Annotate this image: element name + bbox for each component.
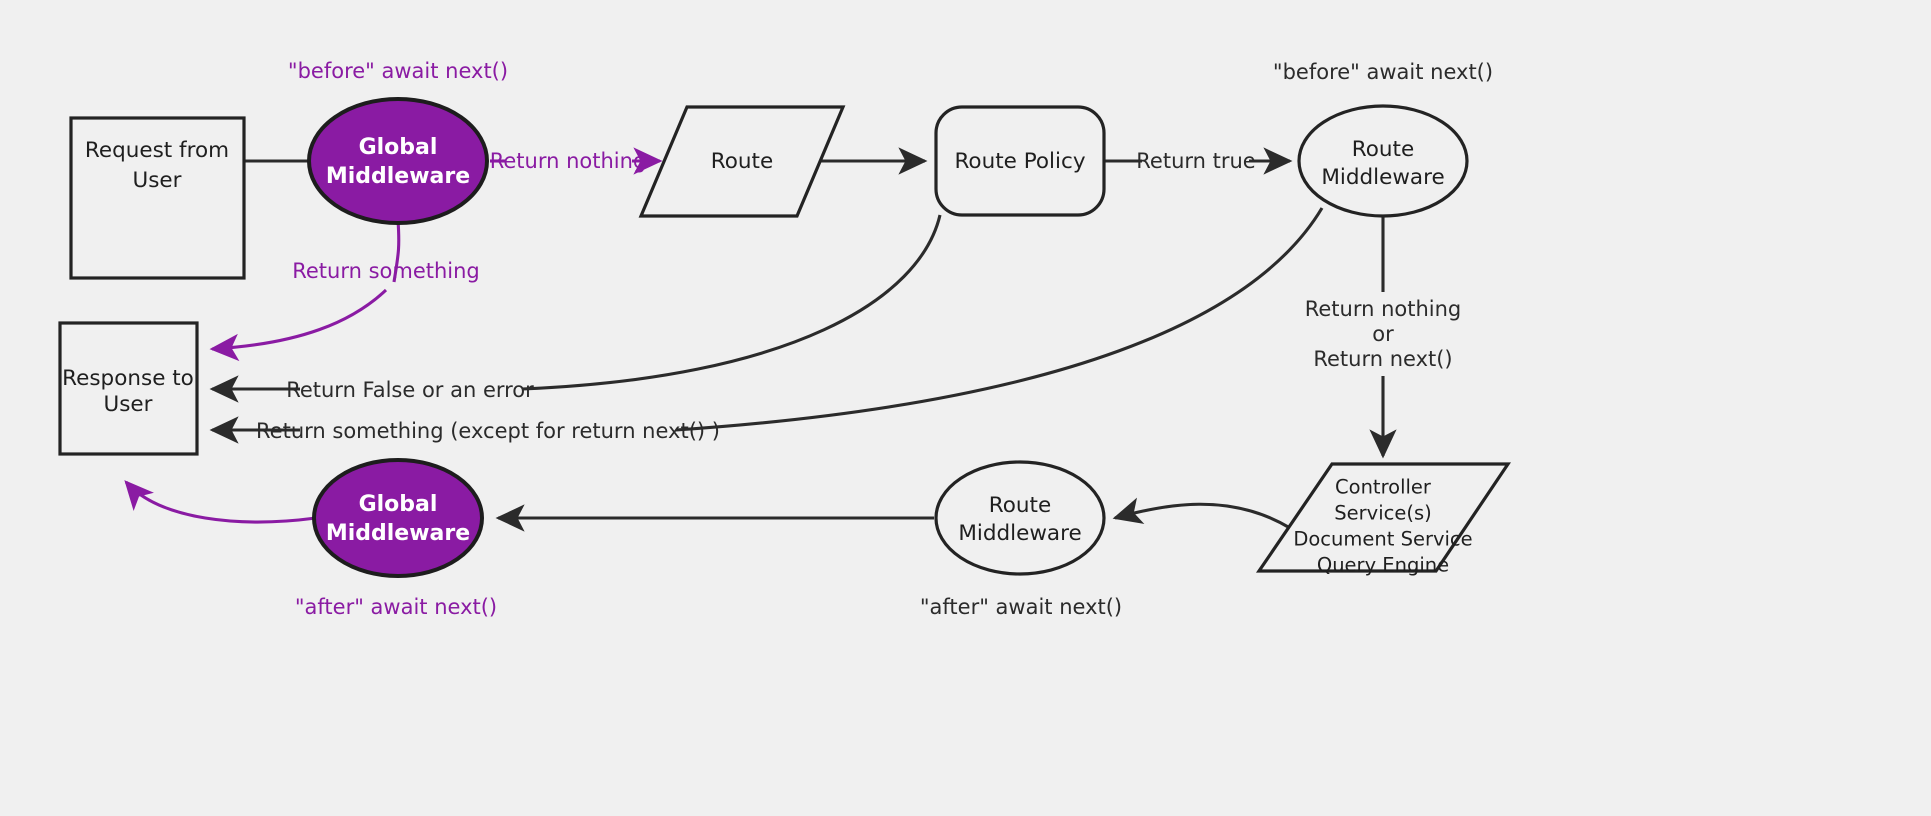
node-request-from-user[interactable]: Request from User (69, 116, 246, 280)
node-route-policy[interactable]: Route Policy (934, 105, 1106, 217)
edge-global-middleware-to-route: Return nothing (490, 147, 663, 175)
edge-label-return-next-line3: Return next() (1313, 347, 1452, 371)
global-middleware-after-ellipse[interactable] (312, 458, 484, 578)
edge-global-middleware-to-response-return-something: Return something (209, 219, 480, 362)
node-controller-services[interactable]: Controller Service(s) Document Service Q… (1255, 462, 1512, 577)
node-route[interactable]: Route (638, 105, 846, 218)
edge-label-return-nothing-top: Return nothing (490, 149, 647, 173)
edge-label-return-nothing-line1: Return nothing (1305, 297, 1462, 321)
request-from-user-box[interactable] (69, 116, 246, 280)
note-after-await-next-global: "after" await next() (295, 595, 497, 619)
node-global-middleware-after[interactable]: Global Middleware (312, 458, 484, 578)
edge-label-return-false-or-error: Return False or an error (286, 378, 534, 402)
edge-controller-to-route-middleware-after (1112, 497, 1291, 530)
edge-label-return-nothing-line2: or (1372, 322, 1394, 346)
edge-route-middleware-to-controller: Return nothing or Return next() (1305, 216, 1462, 459)
route-middleware-before-ellipse[interactable] (1297, 104, 1469, 218)
edge-global-middleware-after-to-response (124, 480, 317, 524)
edge-label-return-something: Return something (292, 259, 480, 283)
edge-route-middleware-to-response: Return something (except for return next… (209, 207, 1324, 444)
node-route-middleware-before[interactable]: Route Middleware (1297, 104, 1469, 218)
edge-label-return-something-except: Return something (except for return next… (256, 419, 720, 443)
global-middleware-before-ellipse[interactable] (307, 97, 489, 225)
controller-parallelogram[interactable] (1255, 462, 1512, 573)
note-before-await-next-route: "before" await next() (1273, 60, 1493, 84)
response-to-user-box[interactable] (58, 321, 199, 456)
node-route-middleware-after[interactable]: Route Middleware (934, 460, 1106, 576)
node-global-middleware-before[interactable]: Global Middleware (307, 97, 489, 225)
route-policy-box[interactable] (934, 105, 1106, 217)
edge-route-policy-to-route-middleware: Return true (1104, 147, 1293, 175)
note-after-await-next-route: "after" await next() (920, 595, 1122, 619)
edge-route-policy-to-response: Return False or an error (209, 214, 942, 403)
route-middleware-after-ellipse[interactable] (934, 460, 1106, 576)
node-response-to-user[interactable]: Response to User (58, 321, 199, 456)
note-before-await-next-global: "before" await next() (288, 59, 508, 83)
edge-label-return-true: Return true (1136, 149, 1255, 173)
route-parallelogram[interactable] (638, 105, 846, 218)
